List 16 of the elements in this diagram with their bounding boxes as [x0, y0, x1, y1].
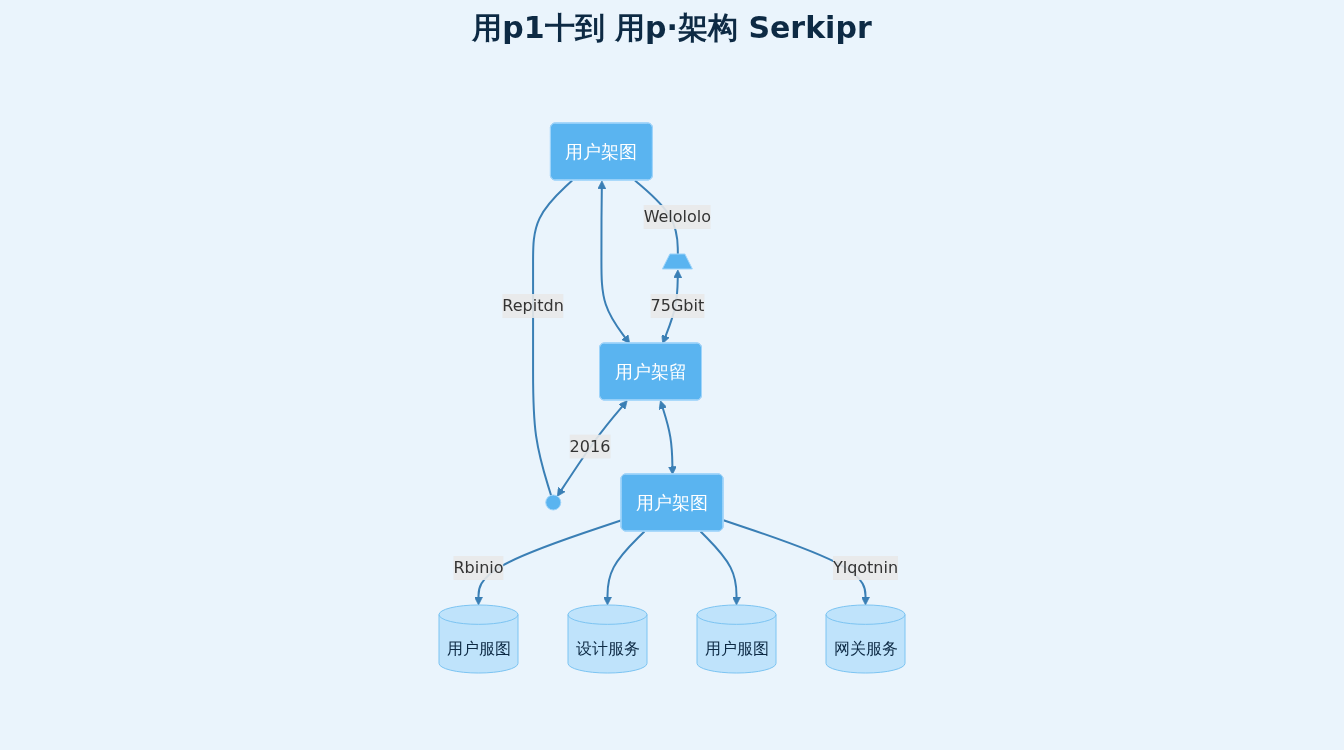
- edge-label: Repitdn: [502, 295, 564, 315]
- edge-label: 75Gbit: [650, 295, 705, 315]
- edge-label: Welololo: [643, 206, 712, 226]
- connector: [532, 179, 574, 497]
- edge-label: Rbinio: [453, 557, 504, 577]
- node-person: [661, 253, 693, 270]
- arrow: [699, 530, 741, 606]
- edge-label: 2016: [569, 436, 611, 456]
- arrow: [556, 400, 628, 497]
- arrow: [658, 400, 677, 475]
- arrow: [474, 519, 623, 606]
- arrow: [597, 180, 631, 344]
- edge-label: Ylqotnin: [832, 557, 899, 577]
- arrow: [603, 530, 646, 606]
- node-circle: [545, 494, 562, 511]
- diagram-title: 用p1十到 用p·架构 Serkipr: [471, 9, 873, 47]
